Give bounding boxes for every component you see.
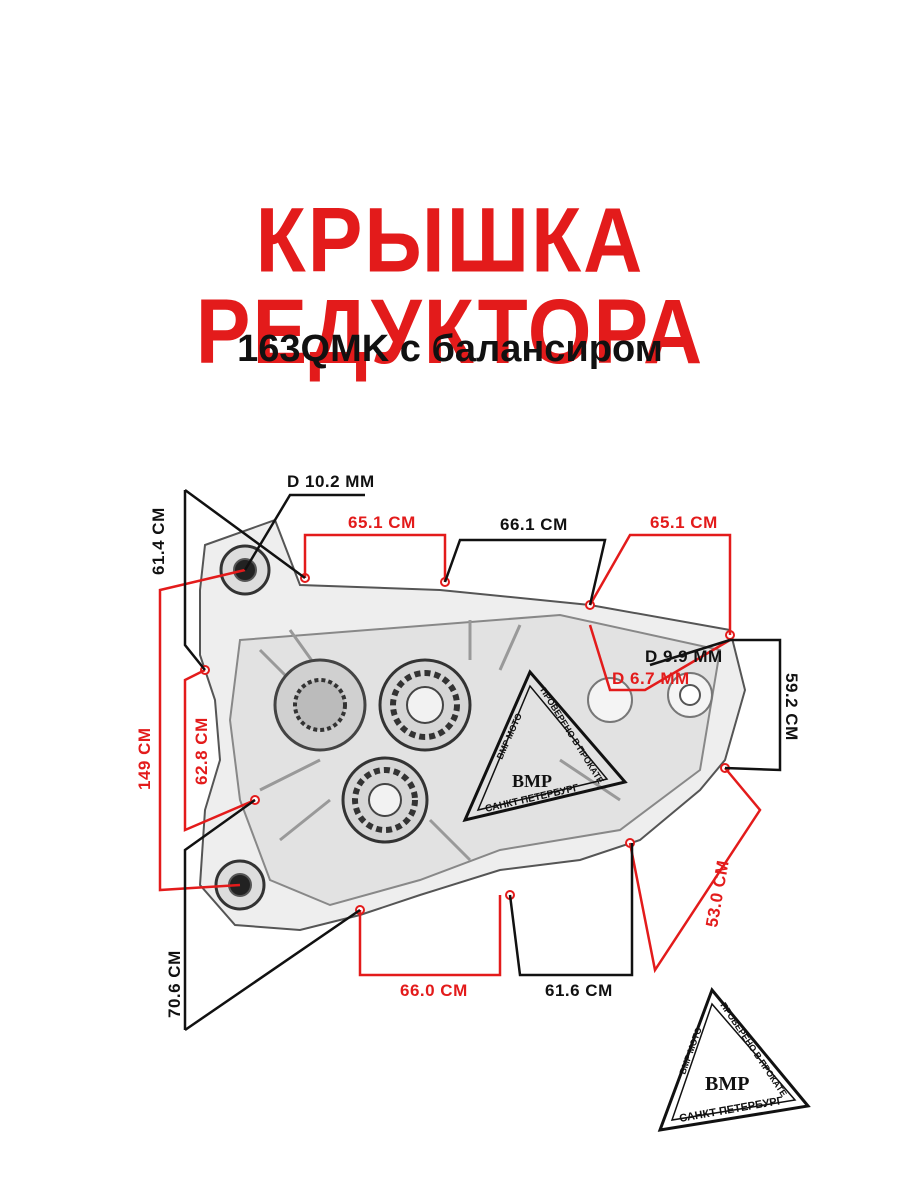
red-dimension-lines (158, 533, 762, 977)
page-title: КРЫШКА РЕДУКТОРА (195, 189, 705, 384)
dim-left-top-vertical-label: 61.4 CM (149, 507, 168, 575)
stamp-corner: ВМР МОТО ПРОВЕРЕНО В ПРОКАТЕ BMP САНКТ П… (657, 987, 811, 1132)
stamp2-city: САНКТ ПЕТЕРБУРГ (678, 1095, 784, 1125)
dim-bottom-left-label: 66.0 CM (400, 981, 468, 1000)
black-dimension-lines (183, 488, 782, 1032)
dim-bottom-right-label: 61.6 CM (545, 981, 613, 1000)
dim-top-mid-label: 66.1 CM (500, 515, 568, 534)
stamp-logo: BMP (512, 771, 552, 791)
page-subtitle: 163QMK с балансиром (237, 328, 663, 370)
dim-left-bottom-label: 70.6 CM (165, 950, 184, 1018)
dim-right-diag-label: 53.0 CM (702, 859, 732, 929)
dim-top-right-label: 65.1 CM (650, 513, 718, 532)
dim-d9-label: D 9.9 MM (645, 647, 723, 666)
dim-left-long-label: 149 CM (135, 727, 154, 790)
gearbox-cover (198, 518, 747, 932)
dim-d10-label: D 10.2 MM (287, 472, 375, 491)
stamp2-logo: BMP (705, 1073, 749, 1095)
dim-d6-label: D 6.7 MM (612, 669, 690, 688)
dim-left-mid-label: 62.8 CM (192, 717, 211, 785)
dim-right-vertical-label: 59.2 CM (782, 673, 801, 741)
dim-top-left-label: 65.1 CM (348, 513, 416, 532)
